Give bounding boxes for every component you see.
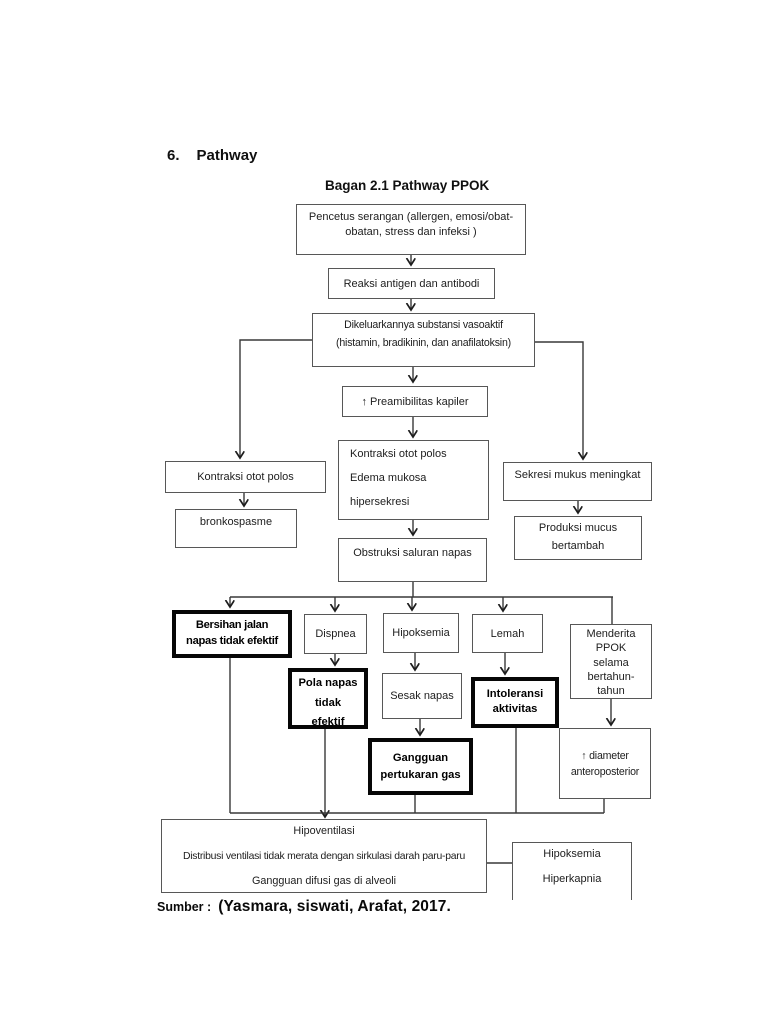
edge-vasoaktif-to-sekresi [535, 341, 583, 459]
node-substansi-vasoaktif: Dikeluarkannya substansi vasoaktif (hist… [312, 313, 535, 367]
node-line: Menderita [586, 628, 636, 640]
source-label: Sumber : [157, 900, 212, 914]
node-intoleransi-aktivitas: Intoleransi aktivitas [471, 677, 559, 728]
node-bronkospasme: bronkospasme [175, 509, 297, 548]
node-pencetus-serangan: Pencetus serangan (allergen, emosi/obat-… [296, 204, 526, 255]
node-reaksi-antigen: Reaksi antigen dan antibodi [328, 268, 495, 299]
node-dispnea: Dispnea [304, 614, 367, 654]
node-bersihan-jalan-napas: Bersihan jalan napas tidak efektif [172, 610, 292, 658]
node-line: Intoleransi [486, 688, 544, 700]
node-line: Hipoventilasi [293, 825, 355, 837]
node-line: Bersihan jalan [195, 619, 269, 631]
node-preamibilitas-kapiler: ↑ Preamibilitas kapiler [342, 386, 488, 417]
node-label: Lemah [490, 627, 525, 640]
source-citation: (Yasmara, siswati, Arafat, 2017. [218, 898, 451, 915]
node-line: PPOK [595, 642, 627, 655]
node-label: ↑ Preamibilitas kapiler [361, 395, 469, 408]
node-label: Sekresi mukus meningkat [514, 469, 641, 481]
node-line: selama [593, 656, 629, 669]
node-label: Hipoksemia [392, 627, 450, 639]
node-line: Produksi mucus [538, 522, 618, 534]
edge-vasoaktif-to-kontraksi-kiri [240, 339, 312, 458]
node-hipoksemia: Hipoksemia [383, 613, 459, 653]
node-label: Dispnea [315, 628, 356, 640]
node-line: (histamin, bradikinin, dan anafilatoksin… [336, 337, 511, 349]
node-line: Kontraksi otot polos [350, 448, 447, 460]
node-line: bertambah [551, 540, 605, 552]
node-label: bronkospasme [199, 516, 273, 528]
node-kontraksi-edema-hipersekresi: Kontraksi otot polos Edema mukosa hipers… [338, 440, 489, 520]
node-line: tahun [597, 685, 625, 698]
node-hipoksemia-hiperkapnia: Hipoksemia Hiperkapnia [512, 842, 632, 900]
node-line: tidak [314, 696, 342, 709]
node-line: Edema mukosa [350, 472, 427, 484]
node-line: Hipoksemia [543, 848, 601, 860]
node-line: Gangguan difusi gas di alveoli [251, 875, 397, 887]
node-sekresi-mukus: Sekresi mukus meningkat [503, 462, 652, 501]
node-line: efektif [311, 716, 345, 728]
node-line: napas tidak efektif [186, 635, 278, 647]
node-diameter-anteroposterior: ↑ diameter anteroposterior [559, 728, 651, 799]
node-obstruksi-saluran-napas: Obstruksi saluran napas [338, 538, 487, 582]
node-line: aktivitas [492, 702, 538, 715]
node-line: anteroposterior [570, 765, 640, 778]
node-sesak-napas: Sesak napas [382, 673, 462, 719]
node-label: Pencetus serangan (allergen, emosi/obat-… [308, 211, 514, 238]
node-label: Sesak napas [390, 690, 454, 702]
node-label: Kontraksi otot polos [197, 471, 294, 483]
node-label: Obstruksi saluran napas [353, 547, 472, 559]
node-line: bertahun- [587, 670, 635, 683]
node-line: Hiperkapnia [542, 873, 602, 885]
section-title: Pathway [196, 147, 258, 164]
node-line: Distribusi ventilasi tidak merata dengan… [182, 851, 466, 862]
node-line: hipersekresi [350, 496, 410, 508]
node-pola-napas: Pola napas tidak efektif [288, 668, 368, 729]
section-heading: 6. Pathway [167, 147, 257, 164]
node-line: Pola napas [298, 677, 358, 689]
node-line: Gangguan [392, 752, 449, 764]
node-menderita-ppok: Menderita PPOK selama bertahun- tahun [570, 624, 652, 699]
figure-title: Bagan 2.1 Pathway PPOK [325, 178, 490, 193]
node-produksi-mucus: Produksi mucus bertambah [514, 516, 642, 560]
node-hipoventilasi: Hipoventilasi Distribusi ventilasi tidak… [161, 819, 487, 893]
node-lemah: Lemah [472, 614, 543, 653]
node-line: pertukaran gas [380, 768, 461, 781]
source-citation-row: Sumber : (Yasmara, siswati, Arafat, 2017… [157, 898, 451, 916]
node-kontraksi-otot-polos: Kontraksi otot polos [165, 461, 326, 493]
section-number: 6. [167, 147, 180, 164]
node-line: Dikeluarkannya substansi vasoaktif [344, 319, 503, 331]
node-label: Reaksi antigen dan antibodi [343, 277, 480, 290]
node-gangguan-pertukaran-gas: Gangguan pertukaran gas [368, 738, 473, 795]
node-line: ↑ diameter [581, 749, 629, 762]
